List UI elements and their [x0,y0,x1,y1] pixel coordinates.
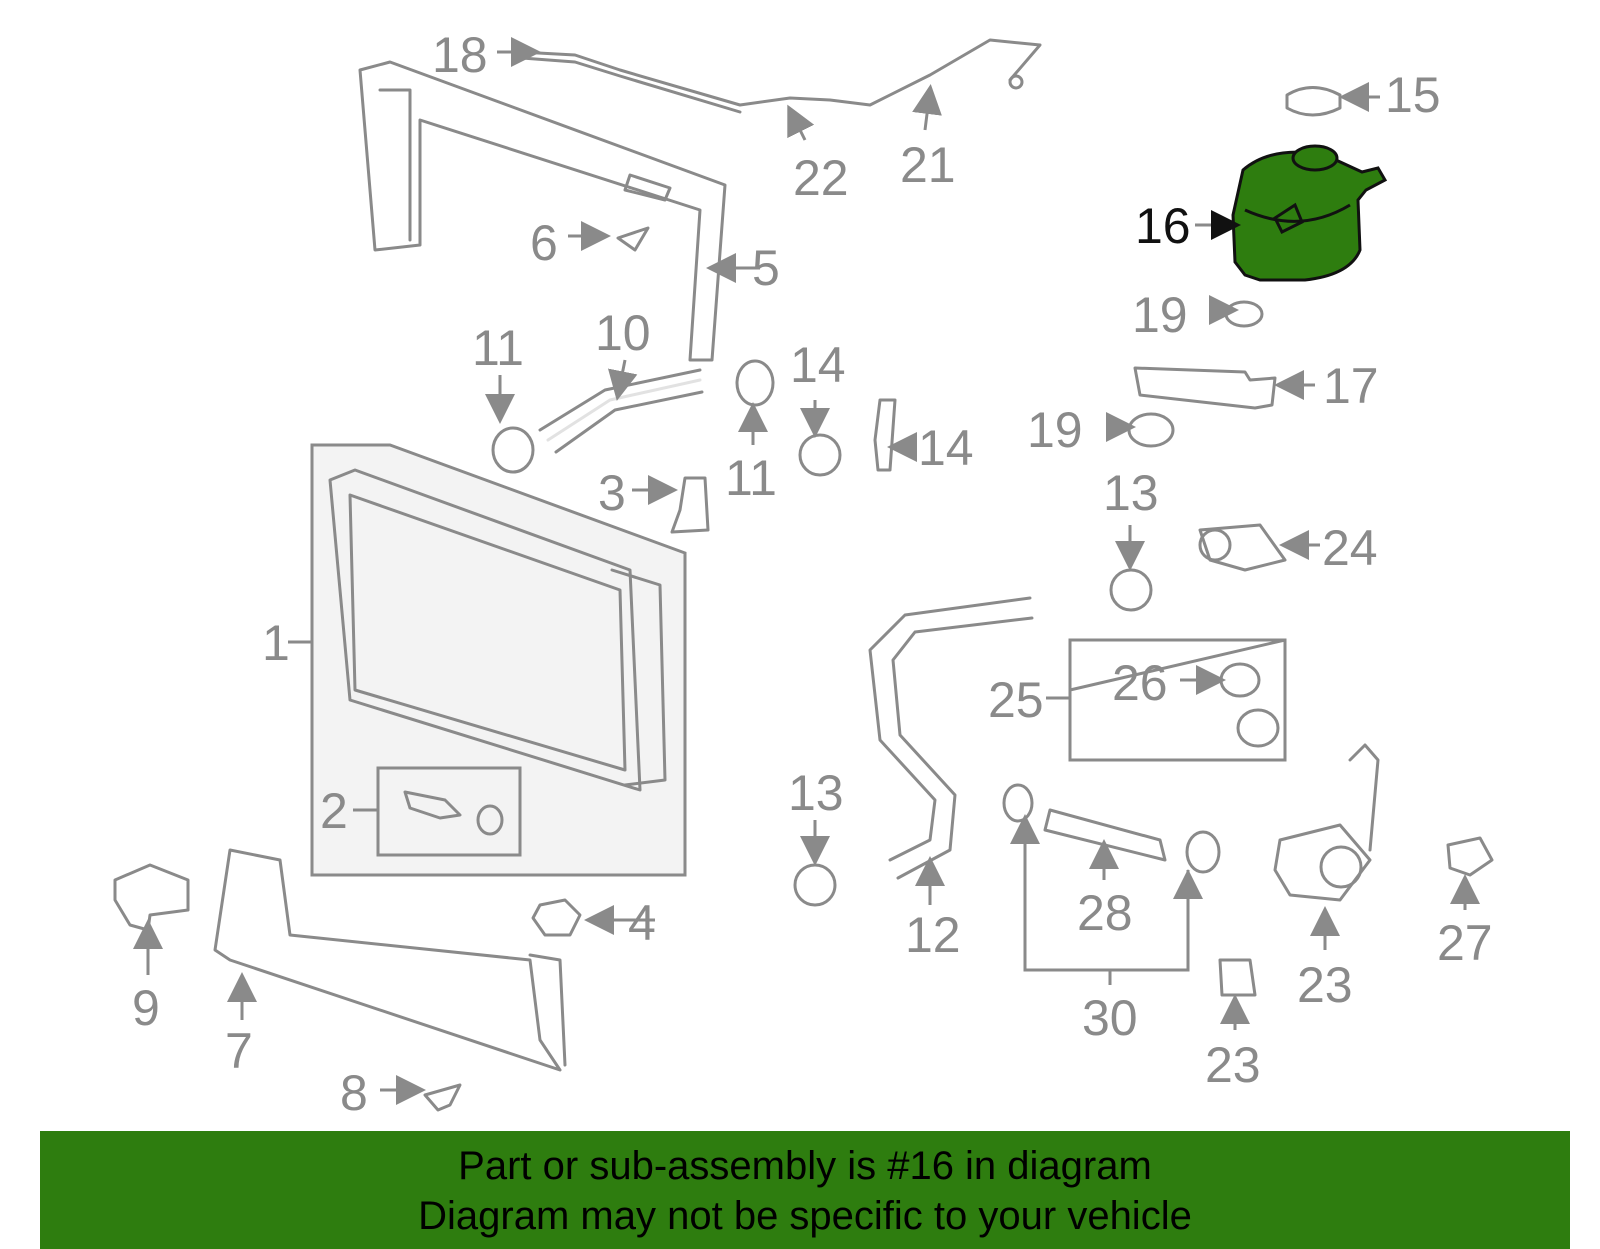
callout-10: 10 [595,305,651,361]
callout-8: 8 [340,1065,368,1121]
callout-12: 12 [905,907,961,963]
callout-5: 5 [752,240,780,296]
lower-deflector [213,848,567,1072]
callout-16: 16 [1135,198,1191,254]
callout-29: 28 [1077,885,1133,941]
misc-parts [113,86,1494,1112]
callout-26: 26 [1112,655,1168,711]
callout-14: 14 [790,337,846,393]
leader-lines [133,37,1480,1105]
callout-30: 30 [1082,990,1138,1046]
callout-13-b: 13 [788,765,844,821]
callout-20: 18 [432,27,488,83]
callout-7: 7 [225,1023,253,1079]
callout-11-a: 11 [472,320,524,376]
coolant-lines [518,38,1042,114]
callout-1: 1 [262,615,290,671]
banner-line-2: Diagram may not be specific to your vehi… [418,1194,1192,1238]
callout-9: 9 [132,980,160,1036]
sensor-subbox [353,766,522,857]
callout-18: 17 [1323,358,1379,414]
callout-28: 27 [1437,915,1493,971]
callout-6: 6 [530,215,558,271]
coolant-reservoir[interactable] [1231,144,1388,282]
callout-22: 22 [793,150,849,206]
callout-2: 2 [320,783,348,839]
callout-13-a: 13 [1103,465,1159,521]
callout-11-b: 11 [725,450,777,506]
upper-support [358,60,727,362]
callout-21: 21 [900,137,956,193]
callout-25: 25 [988,672,1044,728]
callout-24: 23 [1205,1037,1261,1093]
callout-19-a: 19 [1132,287,1188,343]
callout-19-b: 19 [1027,402,1083,458]
callout-23: 23 [1297,957,1353,1013]
callout-4: 4 [628,895,656,951]
lower-hose [868,596,1034,880]
callout-17: 15 [1385,67,1441,123]
callout-3: 3 [598,465,626,521]
callout-15: 14 [918,420,974,476]
banner-line-1: Part or sub-assembly is #16 in diagram [458,1144,1152,1188]
callout-27: 24 [1322,520,1378,576]
callout-labels: 18 21 22 15 16 19 17 19 13 24 25 26 28 3… [132,27,1493,1121]
info-banner: Part or sub-assembly is #16 in diagram D… [40,1131,1570,1249]
